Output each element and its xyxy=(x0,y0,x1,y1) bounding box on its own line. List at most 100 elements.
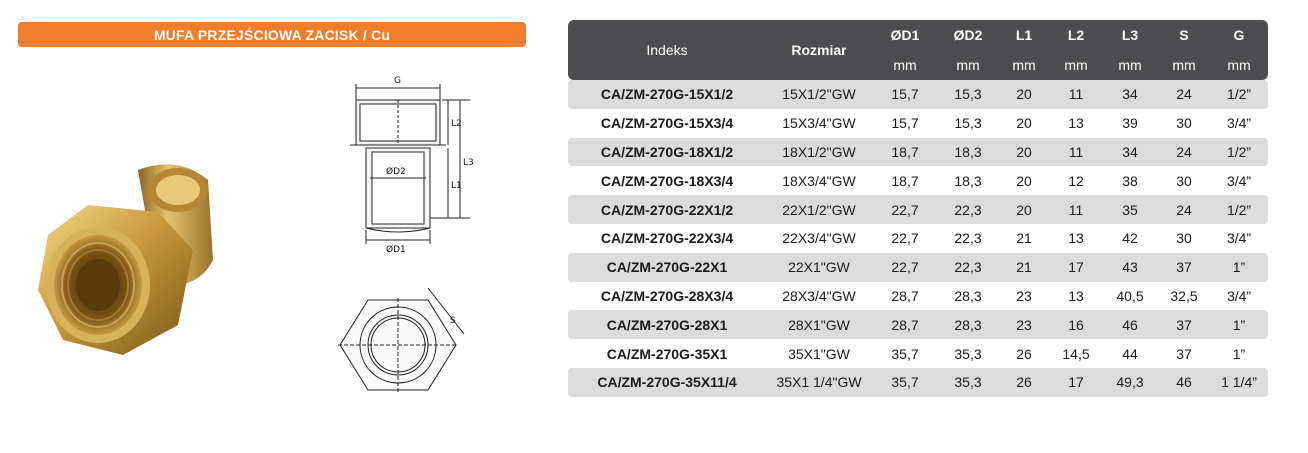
cell-s: 24 xyxy=(1158,137,1210,167)
cell-s: 30 xyxy=(1176,230,1192,247)
cell-d1: 22,7 xyxy=(872,252,938,282)
label-d1: ØD1 xyxy=(386,244,406,255)
cell-l2: 13 xyxy=(1068,115,1084,132)
cell-g: 1” xyxy=(1210,310,1268,340)
cell-l2: 11 xyxy=(1050,80,1102,109)
cell-size: 18X3/4"GW xyxy=(782,172,856,189)
cell-code: CA/ZM-270G-22X1 xyxy=(568,252,766,282)
cell-l1: 20 xyxy=(998,80,1050,109)
label-s: S xyxy=(450,316,456,326)
cell-g: 3/4” xyxy=(1226,172,1252,189)
cell-l2: 14,5 xyxy=(1062,345,1090,362)
cell-g: 1/2” xyxy=(1210,195,1268,224)
spec-table: Indeks Rozmiar ØD1 ØD2 L1 L2 L3 S G mm m… xyxy=(568,20,1268,397)
spec-table-container: Indeks Rozmiar ØD1 ØD2 L1 L2 L3 S G mm m… xyxy=(568,20,1268,397)
cell-size: 22X3/4"GW xyxy=(782,230,856,247)
cell-d2: 18,3 xyxy=(938,137,998,167)
cell-size: 28X1"GW xyxy=(766,310,872,340)
cell-d2: 15,3 xyxy=(954,115,982,132)
cell-d2: 35,3 xyxy=(938,367,998,397)
cell-d2: 28,3 xyxy=(954,287,982,304)
header-rozmiar: Rozmiar xyxy=(766,20,872,80)
cell-g: 1” xyxy=(1210,252,1268,282)
cell-s: 37 xyxy=(1176,345,1192,362)
cell-g: 3/4” xyxy=(1226,287,1252,304)
label-g: G xyxy=(394,76,401,86)
cell-s: 32,5 xyxy=(1170,287,1198,304)
cell-s: 30 xyxy=(1176,172,1192,189)
cell-code: CA/ZM-270G-28X1 xyxy=(568,310,766,340)
cell-l3: 49,3 xyxy=(1102,367,1158,397)
cell-d2: 15,3 xyxy=(938,80,998,109)
label-l3: L3 xyxy=(463,158,474,168)
cell-d1: 18,7 xyxy=(891,172,919,189)
header-l2: L2 xyxy=(1050,20,1102,50)
cell-l3: 34 xyxy=(1102,137,1158,167)
cell-d2: 35,3 xyxy=(954,345,982,362)
cell-d2: 22,3 xyxy=(954,230,982,247)
cell-size: 15X3/4"GW xyxy=(782,115,856,132)
cell-l3: 35 xyxy=(1102,195,1158,224)
header-d1: ØD1 xyxy=(872,20,938,50)
cell-size: 18X1/2"GW xyxy=(766,137,872,167)
unit-l3: mm xyxy=(1102,50,1158,80)
unit-l1: mm xyxy=(998,50,1050,80)
cell-s: 37 xyxy=(1158,310,1210,340)
unit-d1: mm xyxy=(872,50,938,80)
cell-size: 35X1"GW xyxy=(788,345,850,362)
cell-d2: 22,3 xyxy=(938,252,998,282)
cell-d1: 15,7 xyxy=(891,115,919,132)
cell-l3: 40,5 xyxy=(1116,287,1144,304)
cell-l1: 26 xyxy=(1016,345,1032,362)
cell-d2: 22,3 xyxy=(938,195,998,224)
cell-d1: 35,7 xyxy=(891,345,919,362)
cell-l1: 21 xyxy=(998,252,1050,282)
cell-code: CA/ZM-270G-15X1/2 xyxy=(568,80,766,109)
cell-code: CA/ZM-270G-28X3/4 xyxy=(600,287,734,304)
cell-l2: 16 xyxy=(1050,310,1102,340)
cell-size: 22X1"GW xyxy=(766,252,872,282)
cell-code: CA/ZM-270G-35X1 xyxy=(606,345,728,362)
cell-l1: 21 xyxy=(1016,230,1032,247)
unit-l2: mm xyxy=(1050,50,1102,80)
cell-l1: 26 xyxy=(998,367,1050,397)
cell-s: 24 xyxy=(1158,195,1210,224)
cell-l3: 34 xyxy=(1102,80,1158,109)
cell-d1: 22,7 xyxy=(872,195,938,224)
cell-g: 3/4” xyxy=(1226,230,1252,247)
cell-l2: 12 xyxy=(1068,172,1084,189)
cell-code: CA/ZM-270G-18X3/4 xyxy=(600,172,734,189)
header-g: G xyxy=(1210,20,1268,50)
cell-d1: 35,7 xyxy=(872,367,938,397)
label-l1: L1 xyxy=(451,181,462,191)
cell-s: 30 xyxy=(1176,115,1192,132)
cell-d1: 18,7 xyxy=(872,137,938,167)
header-l3: L3 xyxy=(1102,20,1158,50)
unit-g: mm xyxy=(1210,50,1268,80)
label-l2: L2 xyxy=(451,119,462,129)
cell-s: 46 xyxy=(1158,367,1210,397)
cell-l2: 11 xyxy=(1050,137,1102,167)
cell-l1: 20 xyxy=(1016,172,1032,189)
cell-code: CA/ZM-270G-35X11/4 xyxy=(568,367,766,397)
header-d2: ØD2 xyxy=(938,20,998,50)
cell-size: 28X3/4"GW xyxy=(782,287,856,304)
cell-l3: 38 xyxy=(1122,172,1138,189)
cell-l1: 20 xyxy=(998,137,1050,167)
unit-d2: mm xyxy=(938,50,998,80)
cell-g: 3/4” xyxy=(1226,115,1252,132)
header-s: S xyxy=(1158,20,1210,50)
technical-drawing: G L2 L3 L1 ØD2 ØD1 S xyxy=(338,76,474,392)
cell-l3: 43 xyxy=(1102,252,1158,282)
header-l1: L1 xyxy=(998,20,1050,50)
cell-code: CA/ZM-270G-22X3/4 xyxy=(600,230,734,247)
cell-d1: 15,7 xyxy=(872,80,938,109)
unit-s: mm xyxy=(1158,50,1210,80)
